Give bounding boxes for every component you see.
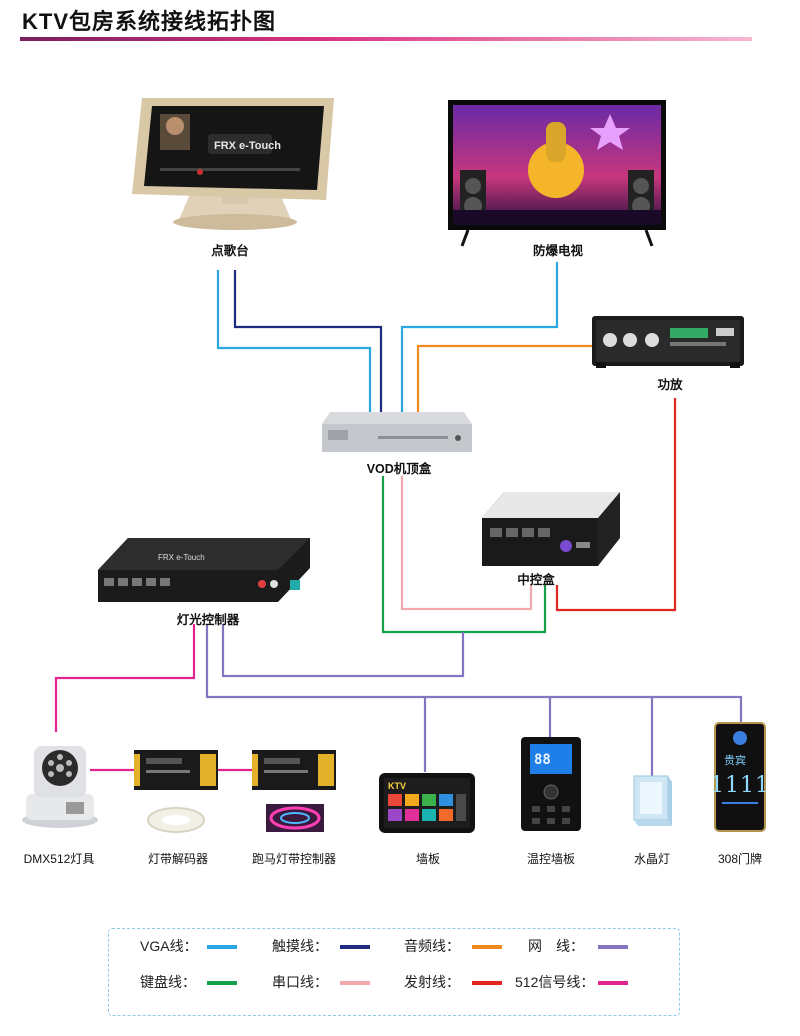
wire-network-central [221,624,465,678]
tv-device [448,100,666,247]
controller-brand: FRX e-Touch [158,553,205,562]
legend-label-dmx512: 512信号线： [515,974,595,990]
thermo-panel-label: 温控墙板 [526,852,575,866]
light-controller-device: FRX e-Touch [98,538,310,602]
wire-touch-song-station [233,270,383,412]
door-plate-number: 1111 [714,773,766,798]
title-underline [20,37,752,41]
wire-serial [400,476,533,611]
dmx-light-device [22,746,98,828]
marquee-controller-device [252,750,336,832]
thermo-panel-device: 88 [521,737,581,831]
legend-swatch-emit [472,981,502,985]
legend-swatch-dmx512 [598,981,628,985]
song-station-device: FRX e-Touch [132,98,334,230]
legend [108,928,680,1016]
dmx-light-label: DMX512灯具 [23,852,95,866]
legend-swatch-serial [340,981,370,985]
legend-label-network: 网 线： [528,938,584,954]
wire-emit-amplifier [555,398,677,612]
wire-audio-amplifier [416,344,592,412]
light-controller-label: 灯光控制器 [176,613,240,627]
legend-swatch-audio [472,945,502,949]
crystal-lamp-device [633,775,672,826]
song-station-brand: FRX e-Touch [214,140,281,152]
legend-swatch-keyboard [207,981,237,985]
door-plate-device: 贵宾 1111 [714,722,766,832]
legend-label-vga: VGA线： [140,938,198,954]
vod-box-device [322,412,472,452]
door-plate-text: 贵宾 [724,753,746,767]
wire-vga-song-station [216,270,372,412]
legend-label-audio: 音频线： [404,938,460,954]
wall-panel-brand: KTV [388,781,406,791]
legend-swatch-network [598,945,628,949]
wire-vga-tv [400,262,559,412]
vod-box-label: VOD机顶盒 [366,462,432,476]
door-plate-label: 308门牌 [717,852,763,866]
marquee-controller-label: 跑马灯带控制器 [251,852,336,866]
legend-swatch-vga [207,945,237,949]
legend-label-touch: 触摸线： [272,938,328,954]
legend-swatch-touch [340,945,370,949]
central-box-label: 中控盒 [517,573,555,587]
wall-panel-device: KTV [379,773,475,833]
tv-label: 防爆电视 [532,244,583,258]
strip-decoder-device [134,750,218,833]
legend-label-serial: 串口线： [272,974,328,990]
amplifier-label: 功放 [657,378,683,392]
song-station-label: 点歌台 [211,244,249,258]
wire-network-bus [205,624,743,722]
legend-label-keyboard: 键盘线： [140,974,196,990]
page-title: KTV包房系统接线拓扑图 [22,9,277,34]
crystal-lamp-label: 水晶灯 [633,852,670,866]
wall-panel-label: 墙板 [415,852,440,866]
wire-dmx512-light [54,624,196,732]
thermo-reading: 88 [534,752,551,768]
central-box-device [482,492,620,566]
strip-decoder-label: 灯带解码器 [147,852,208,866]
legend-label-emit: 发射线： [404,974,460,990]
amplifier-device [592,316,744,368]
